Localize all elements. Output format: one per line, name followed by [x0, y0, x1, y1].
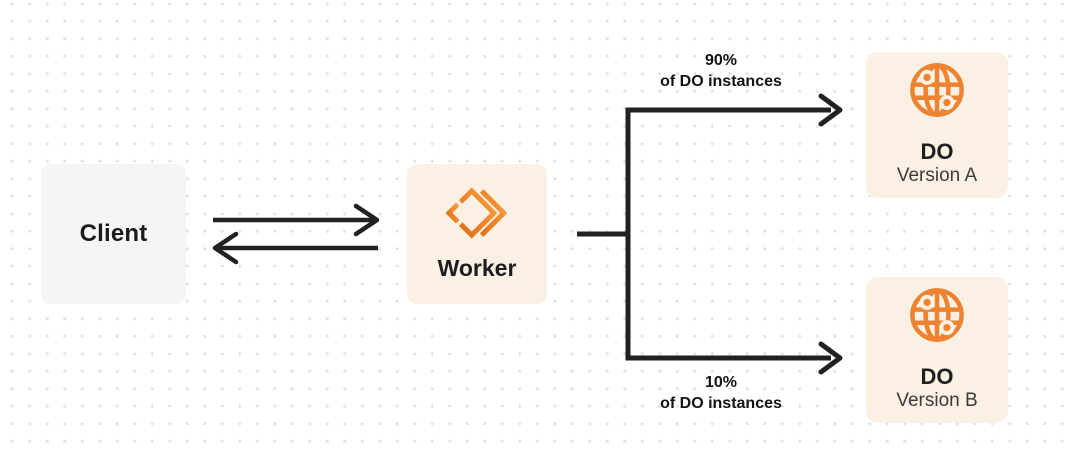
split-top-caption: of DO instances: [660, 73, 782, 90]
do-a-subtitle: Version A: [896, 165, 978, 186]
client-label: Client: [79, 220, 148, 247]
do-a-title: DO: [920, 139, 954, 164]
split-bottom-arrowhead: [818, 341, 843, 375]
node-client: Client: [41, 164, 186, 304]
worker-to-client-arrowhead: [212, 231, 239, 265]
split-bottom-percent: 10%: [704, 374, 738, 391]
worker-label: Worker: [437, 255, 517, 281]
split-branch-line: [625, 107, 831, 361]
node-do-version-a: DO Version A: [866, 52, 1008, 198]
split-top-percent: 90%: [704, 52, 738, 69]
do-b-title: DO: [920, 364, 954, 389]
cloudflare-workers-icon: [445, 187, 508, 239]
split-top-arrowhead: [818, 93, 843, 127]
client-to-worker-arrowhead: [353, 203, 380, 237]
split-bottom-label: 10% of DO instances: [601, 372, 841, 414]
node-worker: Worker: [407, 164, 547, 304]
globe-durable-object-icon: [910, 288, 964, 342]
node-do-version-b: DO Version B: [866, 277, 1008, 423]
globe-durable-object-icon: [910, 63, 964, 117]
split-bottom-caption: of DO instances: [660, 395, 782, 412]
do-b-subtitle: Version B: [896, 390, 978, 411]
split-top-label: 90% of DO instances: [601, 50, 841, 92]
